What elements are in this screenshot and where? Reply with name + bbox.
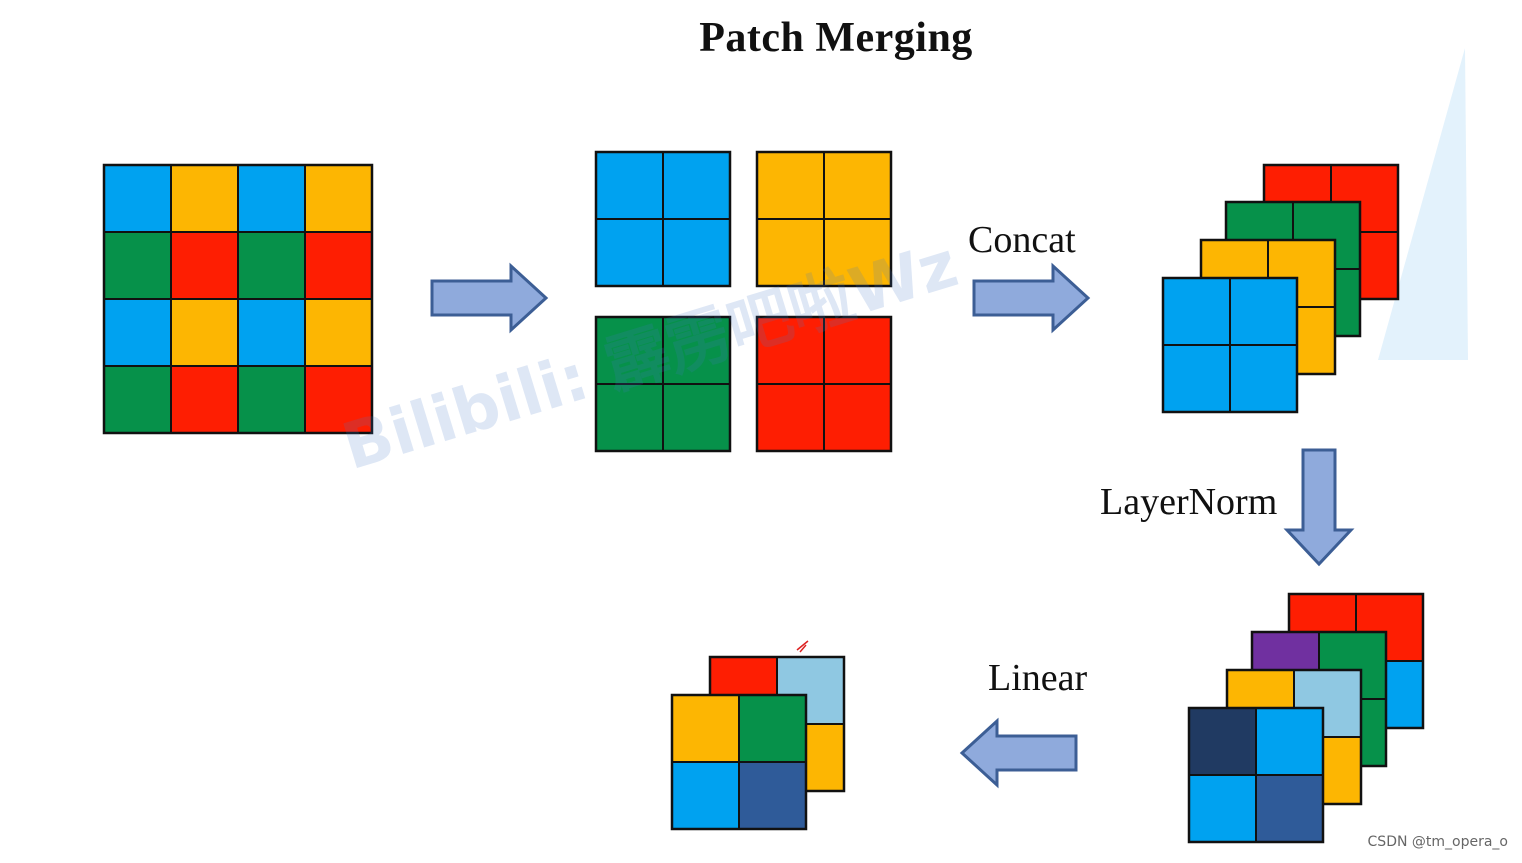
concat-layer-blue-border — [1161, 276, 1299, 414]
input-patch-grid-cell — [170, 365, 239, 434]
normed-layer-4-cell — [1188, 774, 1257, 843]
split-arrow-right — [430, 262, 549, 334]
input-patch-grid-cell — [304, 365, 373, 434]
split-block-red-cell — [756, 316, 825, 385]
input-patch-grid-cell — [304, 231, 373, 300]
normed-layer-4-border — [1187, 706, 1325, 844]
concat-layer-blue — [1161, 276, 1299, 414]
input-patch-grid-cell — [237, 231, 306, 300]
input-patch-grid-cell — [103, 231, 172, 300]
credit-text: CSDN @tm_opera_o — [1367, 834, 1508, 850]
normed-layer-4-cell — [1255, 774, 1324, 843]
linear-arrow-left — [959, 717, 1078, 789]
input-patch-grid-cell — [237, 365, 306, 434]
input-patch-grid-cell — [304, 164, 373, 233]
input-patch-grid-cell — [170, 231, 239, 300]
input-patch-grid-border — [102, 163, 374, 435]
concat-arrow-right — [972, 262, 1091, 334]
cursor-mark — [796, 640, 809, 653]
split-block-blue-cell — [662, 151, 731, 220]
input-patch-grid — [102, 163, 374, 435]
split-block-blue-cell — [662, 218, 731, 287]
linear-layer-2-cell — [738, 694, 807, 763]
concat-layer-blue-cell — [1229, 344, 1298, 413]
split-block-yellow — [755, 150, 893, 288]
linear-layer-2-cell — [671, 761, 740, 830]
normed-layer-4-cell — [1188, 707, 1257, 776]
split-block-green-border — [594, 315, 732, 453]
split-block-red — [755, 315, 893, 453]
concat-layer-blue-cell — [1162, 277, 1231, 346]
split-block-yellow-cell — [823, 218, 892, 287]
split-block-red-cell — [823, 316, 892, 385]
normed-layer-4-cell — [1255, 707, 1324, 776]
linear-layer-2-cell — [738, 761, 807, 830]
split-block-blue-cell — [595, 218, 664, 287]
input-patch-grid-cell — [103, 164, 172, 233]
linear-layer-2 — [670, 693, 808, 831]
input-patch-grid-cell — [304, 298, 373, 367]
input-patch-grid-cell — [170, 298, 239, 367]
split-block-blue-cell — [595, 151, 664, 220]
split-block-blue — [594, 150, 732, 288]
diagram-title: Patch Merging — [699, 15, 973, 61]
layernorm-label: LayerNorm — [1100, 481, 1278, 523]
linear-label: Linear — [988, 657, 1088, 699]
split-block-red-border — [755, 315, 893, 453]
split-block-yellow-border — [755, 150, 893, 288]
layernorm-arrow-down — [1283, 448, 1355, 567]
split-block-blue-border — [594, 150, 732, 288]
concat-layer-blue-cell — [1229, 277, 1298, 346]
input-patch-grid-cell — [170, 164, 239, 233]
split-block-yellow-cell — [823, 151, 892, 220]
split-block-green-cell — [662, 316, 731, 385]
split-block-yellow-cell — [756, 218, 825, 287]
split-block-green-cell — [662, 383, 731, 452]
concat-label: Concat — [968, 219, 1076, 261]
input-patch-grid-cell — [237, 298, 306, 367]
input-patch-grid-cell — [103, 365, 172, 434]
split-block-green — [594, 315, 732, 453]
input-patch-grid-cell — [237, 164, 306, 233]
split-block-green-cell — [595, 316, 664, 385]
split-block-green-cell — [595, 383, 664, 452]
split-block-red-cell — [756, 383, 825, 452]
concat-layer-blue-cell — [1162, 344, 1231, 413]
split-block-red-cell — [823, 383, 892, 452]
linear-layer-2-border — [670, 693, 808, 831]
split-block-yellow-cell — [756, 151, 825, 220]
input-patch-grid-cell — [103, 298, 172, 367]
linear-layer-2-cell — [671, 694, 740, 763]
background-wedge — [1378, 48, 1468, 360]
normed-layer-4 — [1187, 706, 1325, 844]
